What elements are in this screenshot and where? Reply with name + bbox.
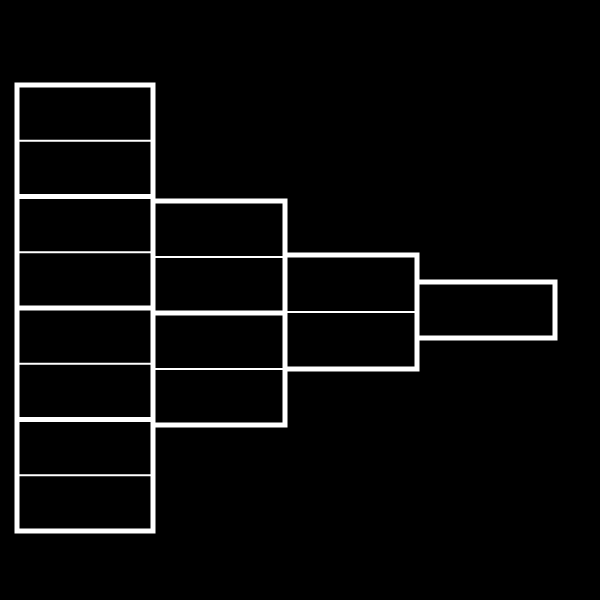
column-4-group-1 [414,279,558,341]
diagram-layer [14,82,558,534]
column-4 [414,279,558,341]
